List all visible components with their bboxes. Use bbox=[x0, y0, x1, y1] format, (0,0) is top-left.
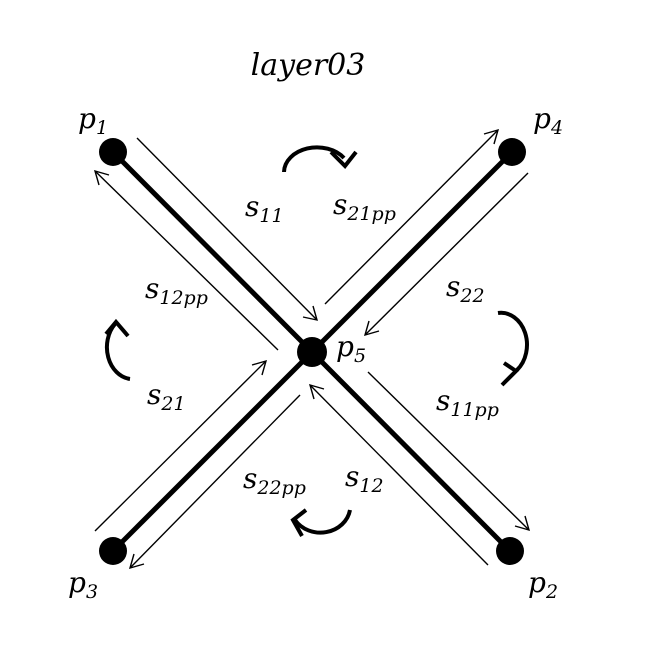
label-p3: p3 bbox=[68, 566, 98, 603]
node-p5-dot bbox=[297, 337, 327, 367]
arrowhead-s22pp bbox=[128, 553, 145, 570]
label-p2: p2 bbox=[528, 566, 558, 603]
segment-arrows bbox=[93, 128, 531, 570]
arrowhead-s22 bbox=[363, 320, 380, 337]
rotation-top-arrowhead bbox=[329, 150, 358, 170]
rotation-bottom-icon bbox=[293, 509, 352, 535]
label-s22: s22 bbox=[446, 270, 485, 307]
arrowhead-s21pp bbox=[483, 128, 500, 145]
label-s21: s21 bbox=[147, 378, 186, 415]
label-s11pp: s11pp bbox=[436, 384, 499, 421]
arrowhead-s11pp bbox=[514, 515, 531, 532]
label-s12: s12 bbox=[345, 460, 384, 497]
arrow-s11 bbox=[136, 137, 318, 321]
arrow-s12 bbox=[309, 384, 489, 566]
rotation-right-arrowhead bbox=[500, 361, 520, 387]
arrowhead-s12pp bbox=[93, 169, 110, 186]
rotation-top-icon bbox=[282, 145, 346, 173]
node-p2-dot bbox=[496, 537, 524, 565]
arrowhead-s11 bbox=[302, 305, 318, 321]
rotation-arrows bbox=[104, 145, 529, 537]
label-s22pp: s22pp bbox=[243, 462, 306, 499]
rotation-left-arrowhead bbox=[104, 318, 130, 338]
label-s11: s11 bbox=[245, 190, 284, 227]
diagram-title: layer03 bbox=[251, 48, 366, 83]
node-p1-dot bbox=[99, 138, 127, 166]
node-p4-dot bbox=[498, 138, 526, 166]
rotation-right-icon bbox=[497, 310, 529, 372]
node-p3-dot bbox=[99, 537, 127, 565]
arrow-s22 bbox=[364, 172, 529, 336]
arrow-s21 bbox=[94, 360, 267, 532]
rotation-bottom-arrowhead bbox=[290, 508, 308, 537]
arrowhead-s21 bbox=[251, 359, 268, 376]
label-s12pp: s12pp bbox=[145, 272, 208, 309]
label-p5: p5 bbox=[336, 330, 366, 367]
arrow-s12pp bbox=[94, 170, 279, 351]
label-p1: p1 bbox=[78, 102, 108, 139]
arrow-s11pp bbox=[367, 371, 530, 531]
label-s21pp: s21pp bbox=[333, 188, 396, 225]
arrowhead-s12 bbox=[308, 383, 325, 400]
arrow-s21pp bbox=[324, 129, 499, 305]
label-p4: p4 bbox=[533, 102, 563, 139]
arrow-s22pp bbox=[129, 394, 301, 569]
